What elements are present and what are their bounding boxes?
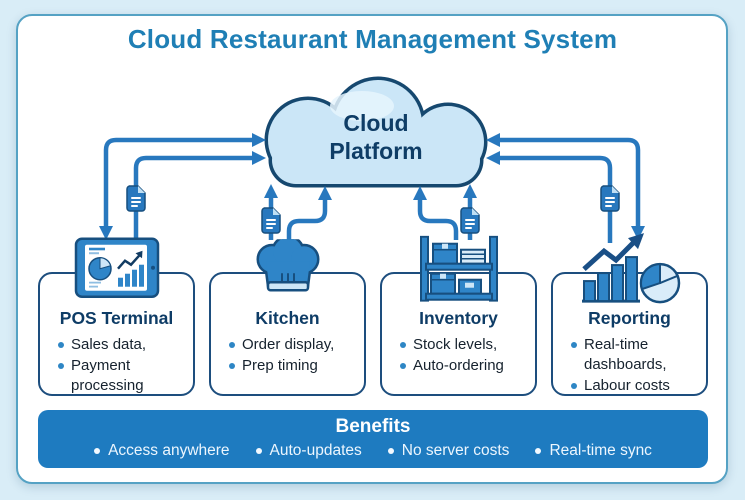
bullet-dot-icon — [400, 362, 406, 369]
benefit-item: Access anywhere — [94, 442, 230, 460]
card-kitchen: Kitchen Order display, Prep timing — [209, 235, 366, 396]
benefit-text: Access anywhere — [108, 442, 230, 459]
benefit-text: Real-time sync — [549, 442, 652, 459]
bullet-dot-icon — [94, 448, 101, 454]
bullet-dot-icon — [58, 362, 64, 369]
benefit-text: Auto-updates — [269, 442, 362, 459]
list-item: Order display, — [229, 335, 354, 355]
card-bullet-list: Order display, Prep timing — [219, 335, 356, 376]
module-row: POS Terminal Sales data, Payment process… — [38, 233, 708, 396]
benefit-item: Real-time sync — [535, 442, 652, 460]
benefits-title: Benefits — [335, 416, 411, 437]
benefits-items: Access anywhere Auto-updates No server c… — [38, 442, 708, 460]
bullet-dot-icon — [535, 448, 542, 454]
card-reporting: Reporting Real-time dashboards, Labour c… — [551, 233, 708, 396]
bullet-text: Stock levels, — [413, 336, 498, 353]
card-title: Inventory — [419, 308, 498, 328]
cloud-label-line2: Platform — [329, 137, 423, 164]
chart-growth-icon — [578, 231, 682, 305]
cloud-label-line1: Cloud — [343, 110, 409, 136]
bullet-dot-icon — [571, 382, 577, 389]
bullet-text: Real-time dashboards, — [584, 336, 667, 373]
card-title: Reporting — [588, 308, 671, 328]
bullet-dot-icon — [400, 342, 406, 348]
card-bullet-list: Sales data, Payment processing — [48, 335, 185, 396]
bullet-dot-icon — [571, 342, 577, 348]
bullet-dot-icon — [229, 342, 235, 348]
bullet-text: Prep timing — [242, 356, 318, 374]
benefits-bar: Benefits Access anywhere Auto-updates No… — [38, 410, 708, 468]
card-pos-terminal: POS Terminal Sales data, Payment process… — [38, 237, 195, 396]
list-item: Payment processing — [58, 356, 183, 396]
bullet-text: Sales data, — [71, 336, 147, 353]
pos-tablet-icon — [72, 236, 162, 302]
shelf-rack-icon — [413, 235, 505, 302]
list-item: Labour costs — [571, 376, 696, 396]
benefit-text: No server costs — [401, 442, 510, 459]
chef-hat-icon — [250, 235, 326, 299]
bullet-text: Payment processing — [71, 356, 144, 394]
bullet-dot-icon — [58, 342, 64, 348]
bullet-dot-icon — [387, 448, 394, 454]
card-title: Kitchen — [255, 308, 320, 328]
card-bullet-list: Stock levels, Auto-ordering — [390, 335, 527, 376]
bullet-dot-icon — [229, 362, 235, 369]
list-item: Sales data, — [58, 335, 183, 355]
list-item: Auto-ordering — [400, 356, 525, 376]
card-inventory: Inventory Stock levels, Auto-ordering — [380, 235, 537, 396]
bullet-dot-icon — [255, 448, 262, 454]
benefit-item: Auto-updates — [255, 442, 362, 460]
card-bullet-list: Real-time dashboards, Labour costs — [561, 335, 698, 396]
bullet-text: Labour costs — [584, 376, 670, 394]
list-item: Prep timing — [229, 356, 354, 376]
cloud-platform-label: Cloud Platform — [286, 110, 466, 165]
benefit-item: No server costs — [387, 442, 510, 460]
card-title: POS Terminal — [59, 308, 174, 328]
bullet-text: Order display, — [242, 336, 335, 353]
list-item: Real-time dashboards, — [571, 335, 696, 375]
page-title: Cloud Restaurant Management System — [127, 24, 618, 54]
bullet-text: Auto-ordering — [413, 356, 504, 374]
list-item: Stock levels, — [400, 335, 525, 355]
